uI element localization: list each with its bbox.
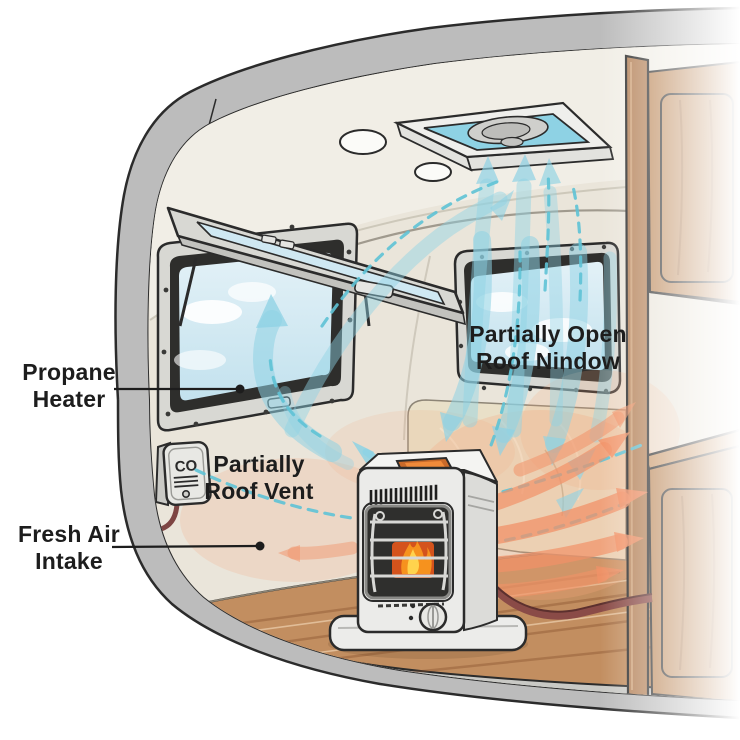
cool-air-arrowhead bbox=[539, 158, 561, 186]
heater-knob-center bbox=[427, 605, 439, 629]
label-roof-vent: Partially Roof Vent bbox=[202, 451, 316, 505]
pane-clip bbox=[279, 239, 295, 250]
shell-seam bbox=[207, 98, 217, 130]
cool-air-dash-path bbox=[268, 354, 322, 438]
leader-lines bbox=[111, 384, 265, 551]
wall-corner-arc bbox=[403, 255, 431, 441]
cool-air-arrowhead bbox=[256, 294, 288, 328]
cool-air-arrowhead bbox=[512, 154, 536, 182]
heater-grill-outer bbox=[362, 502, 454, 602]
warm-air-arrowhead bbox=[278, 545, 300, 562]
cool-air-stream bbox=[462, 178, 495, 428]
heater-lower-vent bbox=[377, 602, 445, 608]
heater-pilot-dot bbox=[410, 603, 416, 609]
cool-air-stream bbox=[506, 178, 532, 438]
pane-handle bbox=[354, 279, 394, 299]
label-propane-heater-line2: Heater bbox=[32, 386, 106, 412]
cool-air-stream bbox=[543, 185, 564, 427]
warm-air-stream bbox=[287, 541, 359, 560]
cool-air-dash-path bbox=[488, 250, 522, 450]
label-roof-vent-line2: Roof Vent bbox=[204, 478, 314, 504]
left-window-clouds bbox=[174, 282, 276, 370]
ceiling-light bbox=[414, 162, 452, 182]
heater-flame-core bbox=[407, 549, 419, 574]
co-detector-text: CO bbox=[174, 457, 198, 476]
label-fresh-air-line1: Fresh Air bbox=[18, 521, 120, 547]
cool-air-stream bbox=[284, 191, 508, 438]
pane-opening-glass bbox=[196, 221, 446, 306]
roof-vent bbox=[393, 101, 615, 172]
pane-clip bbox=[261, 234, 277, 245]
co-detector-body bbox=[162, 440, 212, 507]
cool-air-arrowhead bbox=[490, 190, 514, 221]
label-fresh-air-line2: Intake bbox=[35, 548, 103, 574]
label-fresh-air-intake: Fresh Air Intake bbox=[0, 521, 138, 575]
cool-air-arrowhead bbox=[476, 156, 499, 184]
label-propane-heater: Propane Heater bbox=[0, 359, 138, 413]
label-roof-window-line1: Partially Open bbox=[469, 321, 627, 347]
cool-air-stream bbox=[252, 310, 342, 462]
co-detector-led bbox=[182, 489, 191, 498]
roof-vent-fan bbox=[467, 115, 549, 148]
cool-air-stream bbox=[495, 236, 541, 443]
cool-air-stream bbox=[279, 386, 354, 470]
cool-air-dash-path bbox=[320, 178, 504, 328]
heater-grill-curl bbox=[433, 509, 443, 519]
leader-dot-fresh-air bbox=[255, 541, 265, 551]
heater-pilot-dot bbox=[408, 615, 414, 621]
leader-line-fresh-air bbox=[111, 544, 259, 549]
heater-grill-bars bbox=[370, 511, 448, 593]
cool-air-arrowheads bbox=[256, 154, 596, 518]
open-window-pane bbox=[166, 206, 467, 327]
label-roof-window: Partially Open Roof Nindow bbox=[462, 321, 634, 375]
right-fade bbox=[600, 0, 740, 740]
cool-air-arrowhead bbox=[556, 488, 584, 518]
label-roof-vent-line1: Partially bbox=[213, 451, 305, 477]
pane-strut-left bbox=[178, 257, 198, 327]
label-roof-window-line2: Roof Nindow bbox=[476, 348, 620, 374]
cool-air-dash-path bbox=[570, 180, 583, 302]
ceiling-light bbox=[339, 129, 387, 155]
heater-grill-curl bbox=[375, 511, 385, 521]
heater-slots bbox=[369, 484, 438, 505]
co-detector-slits bbox=[173, 475, 199, 488]
heater-side-lines bbox=[467, 495, 495, 512]
shell-outer-outline bbox=[114, 6, 740, 720]
cool-air-dash-path bbox=[194, 468, 354, 520]
cool-air-arrowhead bbox=[440, 412, 463, 442]
cool-air-arrowhead bbox=[492, 426, 515, 456]
cool-air-stream bbox=[443, 231, 492, 431]
label-propane-heater-line1: Propane bbox=[22, 359, 116, 385]
leader-dot-propane bbox=[235, 384, 245, 394]
ceiling bbox=[150, 44, 740, 320]
cool-air-dash-path bbox=[543, 170, 551, 292]
cool-air-stream bbox=[545, 243, 589, 453]
propane-heater bbox=[328, 449, 653, 652]
ceiling-lights bbox=[339, 129, 452, 182]
